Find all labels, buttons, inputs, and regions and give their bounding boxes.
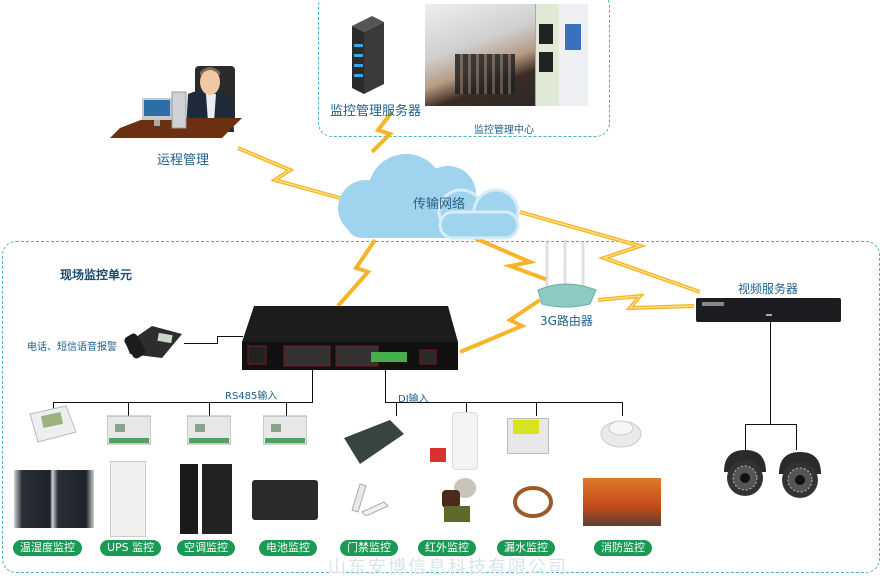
bolt-cloud-to-controller: [336, 238, 377, 308]
rs485-module-icon: [186, 414, 232, 446]
di-drop-2: [466, 402, 467, 412]
burglar-icon: [432, 478, 484, 526]
di-drop-1: [396, 402, 397, 416]
fire-monitor-badge: 消防监控: [594, 540, 652, 556]
camera-drop-1: [745, 424, 746, 450]
remote-operator-icon: [110, 62, 245, 144]
rs485-input-label: RS485输入: [225, 391, 278, 402]
rs485-module-icon: [262, 414, 308, 446]
smoke-detector-icon: [600, 416, 642, 448]
air-conditioner-photo: [180, 464, 232, 534]
monitoring-center-screenshot: [425, 4, 588, 106]
temp-humidity-monitor-badge: 温湿度监控: [13, 540, 82, 556]
telephone-icon: [122, 320, 184, 360]
video-server-label: 视频服务器: [738, 282, 799, 296]
rs485-module-icon: [106, 414, 152, 446]
ups-cabinet-photo: [110, 461, 146, 537]
camera-drop-2: [796, 424, 797, 450]
video-server-device: [696, 298, 841, 322]
rs485-drop-2: [128, 402, 129, 416]
video-connector-vertical: [770, 322, 771, 424]
temp-humidity-sensor-icon: [28, 404, 78, 444]
rs485-bus-horizontal: [53, 402, 313, 403]
di-bus-horizontal: [385, 402, 622, 403]
access-control-monitor-badge: 门禁监控: [340, 540, 398, 556]
field-monitoring-box: [2, 241, 880, 573]
magnetic-lock-icon: [350, 480, 390, 517]
firefighting-photo: [583, 478, 661, 526]
bolt-cloud-to-router: [469, 234, 549, 282]
phone-connector-v: [217, 336, 218, 344]
di-drop-3: [536, 402, 537, 416]
dome-camera-icon: [720, 448, 770, 500]
server-racks-photo: [14, 470, 94, 528]
dome-camera-icon: [775, 450, 825, 502]
rs485-bus-vertical: [312, 370, 313, 402]
rs485-drop-4: [286, 402, 287, 416]
video-connector-horizontal: [745, 424, 797, 425]
phone-alarm-label: 电话、短信语音报警: [27, 342, 117, 353]
infrared-monitor-badge: 红外监控: [418, 540, 476, 556]
card-reader-icon: [342, 416, 406, 466]
company-watermark: 山东安博信息科技有限公司: [328, 557, 568, 578]
water-leak-sensor-icon: [505, 414, 561, 458]
ups-monitor-badge: UPS 监控: [100, 540, 162, 556]
monitoring-controller-device: [240, 302, 460, 370]
bolt-router-to-controller: [459, 298, 542, 354]
air-conditioning-monitor-badge: 空调监控: [177, 540, 235, 556]
water-leak-monitor-badge: 漏水监控: [497, 540, 555, 556]
management-server-icon: [348, 14, 386, 96]
management-center-box: [318, 0, 610, 137]
monitoring-center-label: 监控管理中心: [474, 125, 534, 136]
transmission-network-label: 传输网络: [413, 197, 466, 212]
phone-connector-h1: [184, 343, 217, 344]
management-server-label: 监控管理服务器: [330, 104, 422, 119]
remote-management-label: 运程管理: [157, 153, 210, 168]
battery-photo: [252, 480, 318, 520]
di-bus-vertical: [385, 370, 386, 402]
rs485-drop-3: [209, 402, 210, 416]
battery-monitor-badge: 电池监控: [259, 540, 317, 556]
3g-router-label: 3G路由器: [540, 314, 593, 328]
leak-detection-cable-icon: [512, 484, 554, 520]
transmission-network-cloud: [336, 150, 532, 250]
3g-router-icon: [532, 238, 600, 310]
di-input-label: DI输入: [398, 394, 429, 405]
bolt-server-to-cloud: [370, 110, 394, 154]
infrared-detector-icon: [428, 412, 478, 472]
di-drop-4: [622, 402, 623, 416]
field-unit-title: 现场监控单元: [60, 268, 133, 282]
bolt-remote-to-cloud: [237, 146, 341, 200]
phone-connector-h2: [217, 336, 243, 337]
